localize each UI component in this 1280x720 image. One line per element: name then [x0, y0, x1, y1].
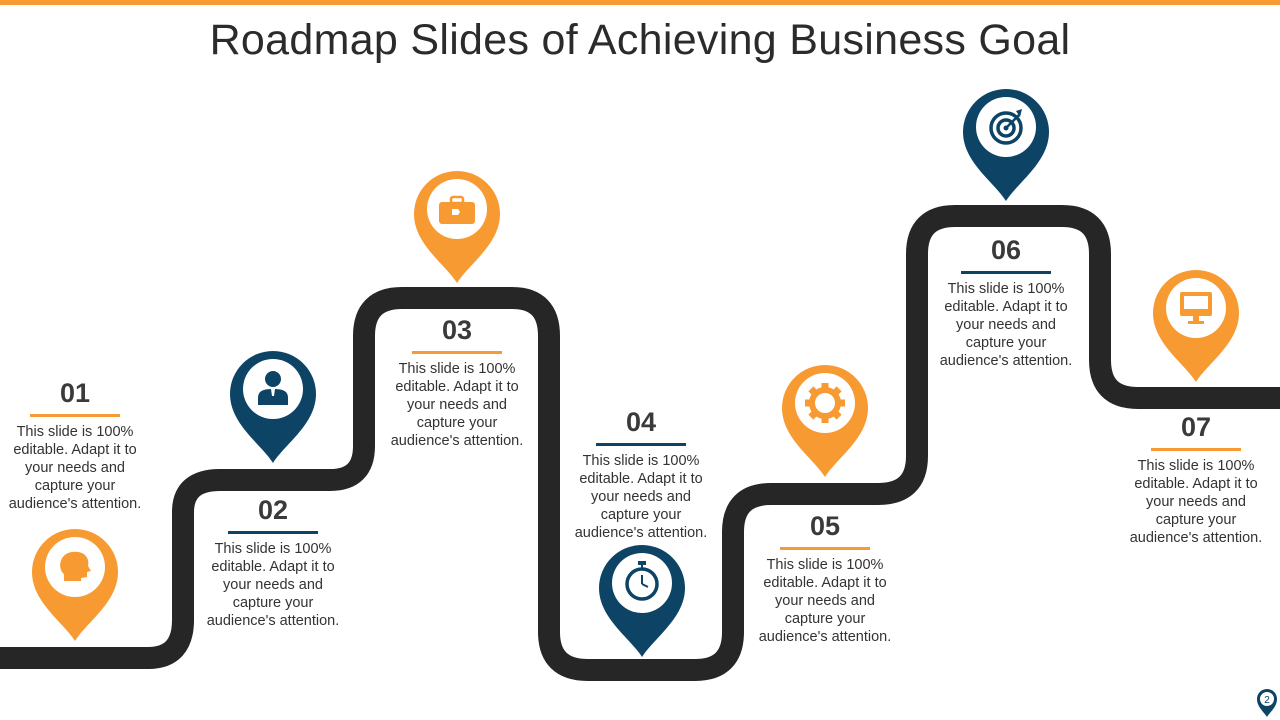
step-02: 02 This slide is 100% editable. Adapt it…	[198, 494, 348, 630]
step-07-pin	[1153, 270, 1239, 382]
step-number: 04	[625, 407, 657, 437]
step-04: 04 This slide is 100% editable. Adapt it…	[566, 406, 716, 542]
step-04-pin	[599, 545, 685, 657]
step-description: This slide is 100% editable. Adapt it to…	[8, 424, 142, 512]
step-divider	[30, 414, 120, 417]
step-number: 03	[441, 315, 473, 345]
step-number: 07	[1180, 412, 1212, 442]
step-02-pin	[230, 351, 316, 463]
step-05-pin	[782, 365, 868, 477]
step-divider	[412, 351, 502, 354]
step-number: 06	[990, 235, 1022, 265]
briefcase-icon	[439, 195, 475, 224]
step-divider	[228, 531, 318, 534]
step-description: This slide is 100% editable. Adapt it to…	[206, 541, 340, 629]
slide-title: Roadmap Slides of Achieving Business Goa…	[209, 16, 1071, 64]
step-description: This slide is 100% editable. Adapt it to…	[390, 361, 524, 449]
step-01-pin	[32, 529, 118, 641]
person-icon	[258, 371, 288, 405]
step-03-pin	[414, 171, 500, 283]
page-number: 2	[1264, 695, 1270, 706]
step-description: This slide is 100% editable. Adapt it to…	[1129, 458, 1263, 546]
step-divider	[780, 547, 870, 550]
step-06: 06 This slide is 100% editable. Adapt it…	[931, 234, 1081, 370]
gear-icon	[805, 383, 845, 423]
target-icon	[989, 109, 1023, 145]
head-icon	[60, 551, 91, 581]
step-divider	[1151, 448, 1241, 451]
top-accent-bar	[0, 0, 1280, 5]
step-06-pin	[963, 89, 1049, 201]
step-number: 01	[59, 378, 91, 408]
monitor-icon	[1180, 292, 1212, 324]
step-07: 07 This slide is 100% editable. Adapt it…	[1121, 411, 1271, 547]
step-03: 03 This slide is 100% editable. Adapt it…	[382, 314, 532, 450]
step-01: 01 This slide is 100% editable. Adapt it…	[0, 377, 150, 513]
step-divider	[961, 271, 1051, 274]
step-05: 05 This slide is 100% editable. Adapt it…	[750, 510, 900, 646]
page-number-badge: 2	[1257, 689, 1277, 717]
step-description: This slide is 100% editable. Adapt it to…	[574, 453, 708, 541]
step-description: This slide is 100% editable. Adapt it to…	[758, 557, 892, 645]
step-description: This slide is 100% editable. Adapt it to…	[939, 281, 1073, 369]
step-number: 02	[257, 495, 289, 525]
step-divider	[596, 443, 686, 446]
step-number: 05	[809, 511, 841, 541]
stopwatch-icon	[625, 561, 659, 601]
